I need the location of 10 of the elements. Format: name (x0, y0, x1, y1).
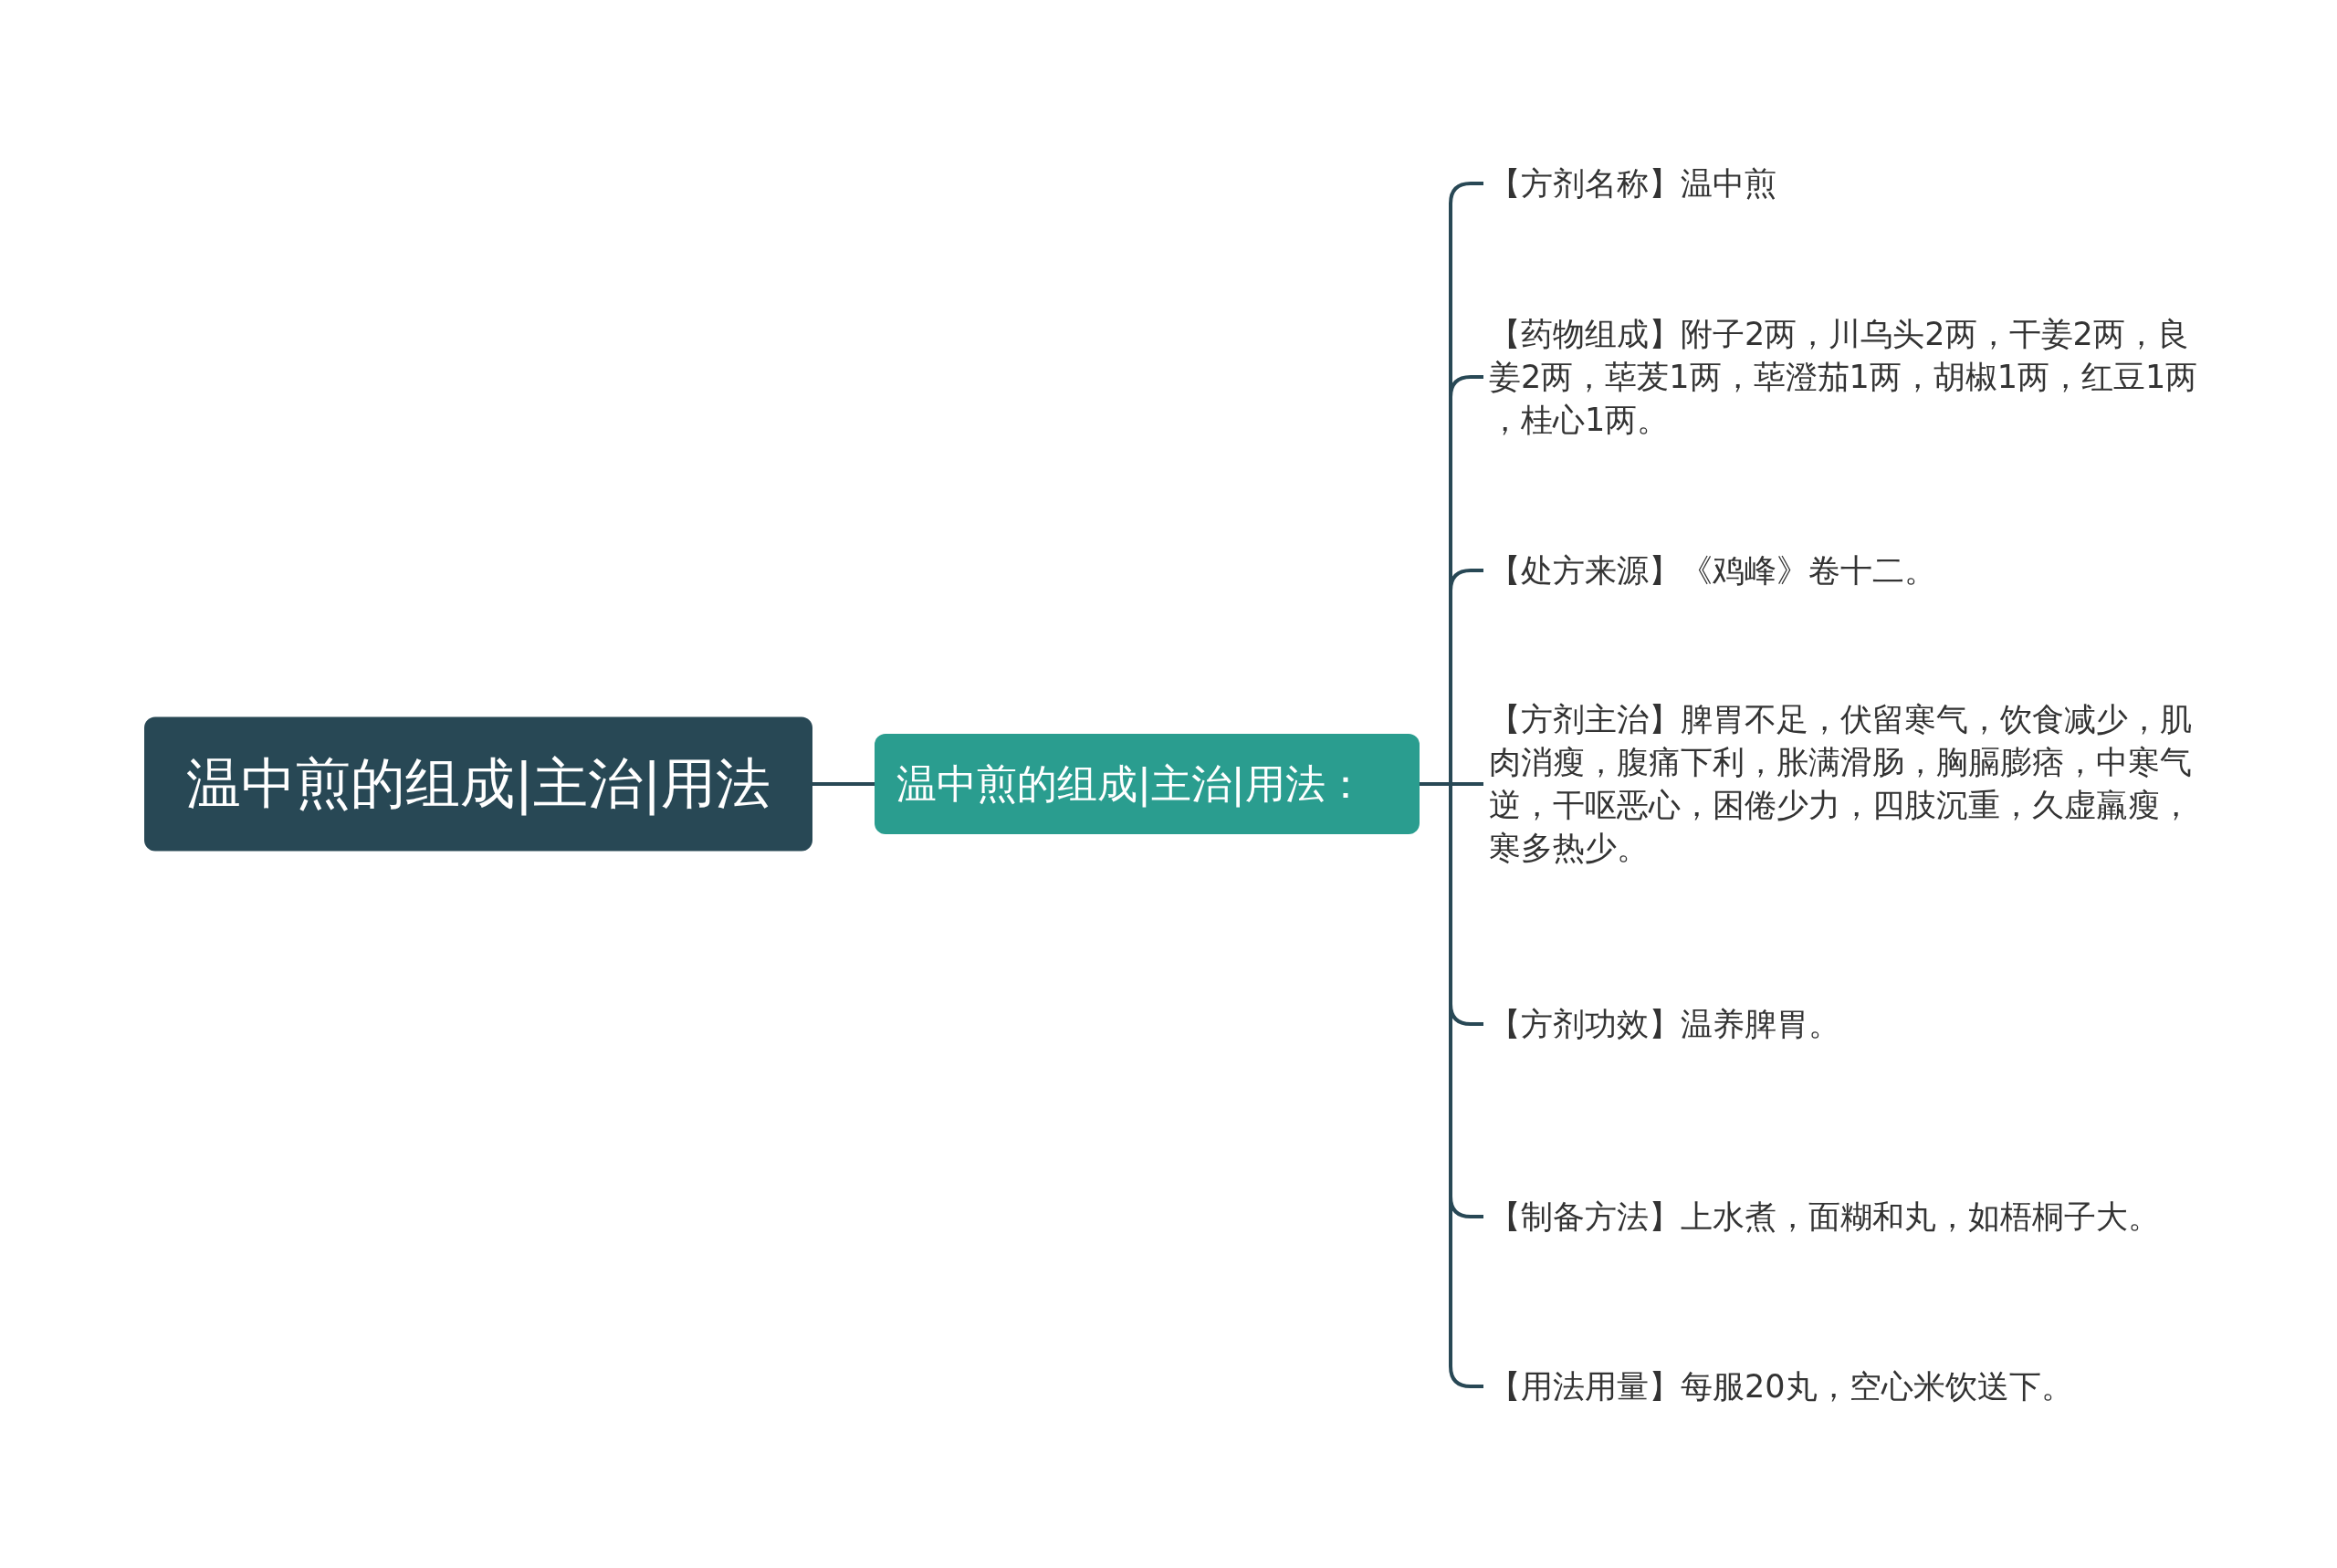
connector-line (812, 782, 875, 786)
topic-box: 温中煎的组成|主治|用法： (875, 734, 1420, 834)
leaf-text: 【用法用量】每服20丸，空心米饮送下。 (1483, 1361, 2205, 1412)
leaf-text: 【方剂功效】温养脾胃。 (1483, 998, 2205, 1050)
leaf-text: 【处方来源】《鸡峰》卷十二。 (1483, 545, 2205, 596)
leaf-text: 【药物组成】附子2两，川乌头2两，干姜2两，良姜2两，荜茇1两，荜澄茄1两，胡椒1两，红豆1两，桂心1两。 (1483, 308, 2205, 445)
leaf-text: 【制备方法】上水煮，面糊和丸，如梧桐子大。 (1483, 1191, 2205, 1242)
leaf-text: 【方剂主治】脾胃不足，伏留寒气，饮食减少，肌肉消瘦，腹痛下利，胀满滑肠，胸膈膨痞，中寒气逆，干呕恶心，困倦少力，四肢沉重，久虚羸瘦，寒多热少。 (1483, 695, 2205, 873)
root-topic-box: 温中煎的组成|主治|用法 (144, 716, 812, 852)
leaf-text: 【方剂名称】温中煎 (1483, 158, 2205, 209)
